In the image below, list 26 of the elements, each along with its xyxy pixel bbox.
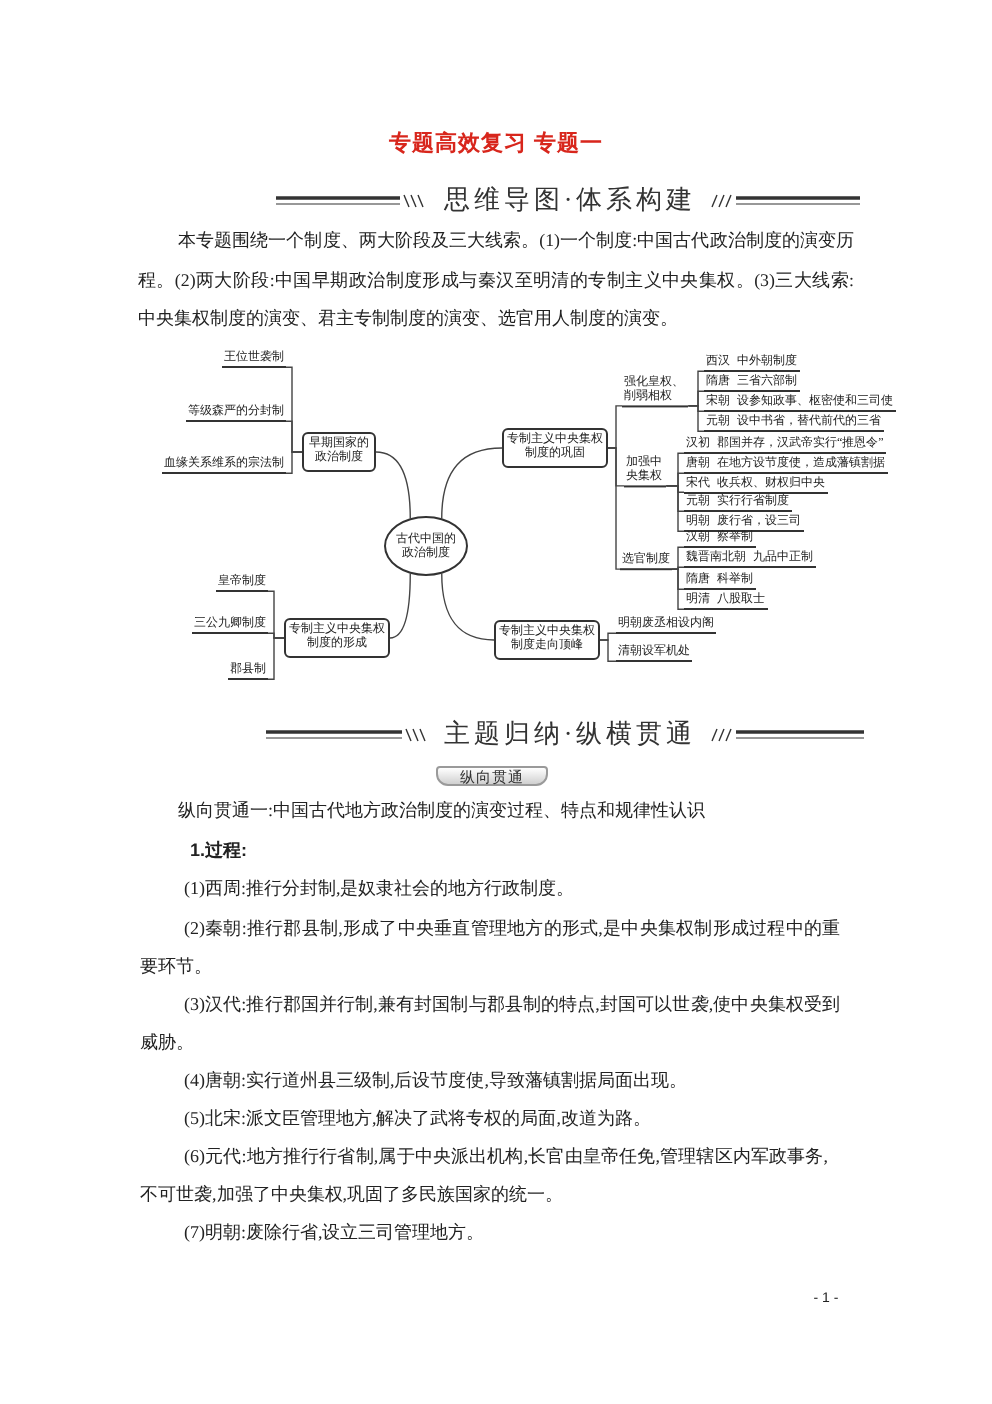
list-item: (7)明朝:废除行省,设立三司管理地方。 [182, 1220, 487, 1246]
connector-line [285, 451, 303, 474]
subsection-heading: 纵向贯通一:中国古代地方政治制度的演变过程、特点和规律性认识 [178, 797, 706, 823]
connector-line [599, 639, 617, 662]
connector-line [671, 566, 685, 570]
connector-line [671, 568, 685, 610]
connector-line [441, 573, 495, 641]
list-heading: 1.过程: [190, 838, 248, 864]
connector-line [441, 447, 503, 519]
connector-line [267, 637, 285, 680]
connector-line [687, 405, 705, 432]
list-item: (5)北宋:派文臣管理地方,解决了武将专权的局面,改道为路。 [182, 1106, 653, 1132]
list-item: (2)秦朝:推行郡县制,形成了中央垂直管理地方的形式,是中央集权制形成过程中的重要环节。 [140, 916, 840, 979]
connector-line [665, 485, 685, 532]
connector-line [375, 451, 411, 519]
list-item: (6)元代:地方推行行省制,属于中央派出机构,长官由皇帝任免,管理辖区内军政事务,不可世袭,加强了中央集权,巩固了多民族国家的统一。 [140, 1144, 828, 1207]
list-item: (3)汉代:推行郡国并行制,兼有封国制与郡县制的特点,封国可以世袭,使中央集权受到威胁。 [140, 992, 840, 1055]
section-heading: 主题归纳·纵横贯通 [443, 718, 697, 750]
list-item: (1)西周:推行分封制,是奴隶社会的地方行政制度。 [182, 875, 577, 902]
section-heading: 思维导图·体系构建 [443, 184, 697, 216]
page-title: 专题高效复习 专题一 [388, 129, 604, 159]
connector-line [389, 573, 411, 639]
intro-paragraph: 本专题围绕一个制度、两大阶段及三大线索。(1)一个制度:中国古代政治制度的演变历程。(2)两大阶段:中国早期政治制度形成与秦汉至明清的专制主义中央集权。(3)三大线索:中央集权制度的演变、君主专制制度的演变、选官用人制度的演变。 [138, 228, 854, 332]
list-item: (4)唐朝:实行道州县三级制,后设节度使,导致藩镇割据局面出现。 [182, 1068, 689, 1094]
connector-line [671, 546, 685, 570]
connector-line [607, 447, 621, 570]
